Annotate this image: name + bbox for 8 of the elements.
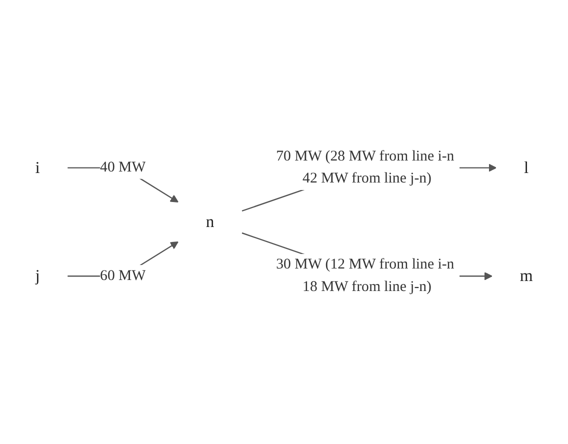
edge-label: 40 MW	[100, 159, 146, 176]
edge-label: 60 MW	[100, 268, 146, 284]
node-text: i	[35, 158, 40, 177]
edge-label: 70 MW (28 MW from line i-n 42 MW from line j-n)	[276, 148, 454, 186]
edge-label: 30 MW (12 MW from line i-n 18 MW from line j-n)	[276, 256, 454, 295]
node-text: n	[206, 212, 214, 231]
node-text: l	[524, 158, 529, 177]
node-text: m	[520, 266, 533, 285]
